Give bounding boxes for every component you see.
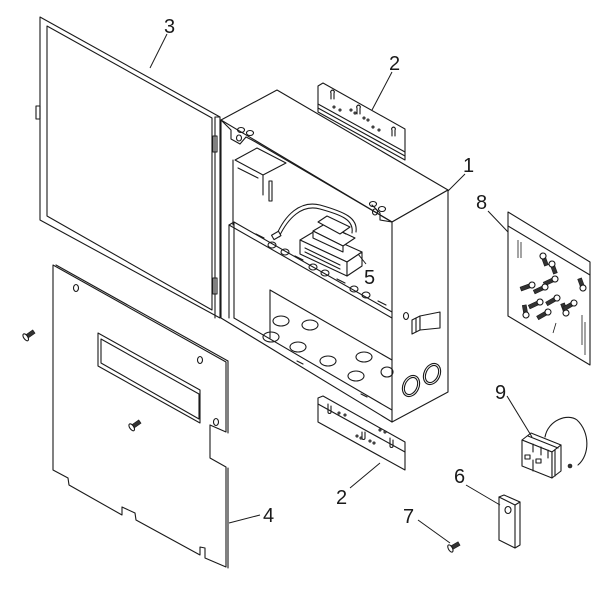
leader-6: [465, 484, 501, 506]
screw-center: [128, 419, 142, 432]
screw-left: [22, 329, 36, 342]
leader-2-bottom: [349, 462, 381, 489]
inner-cover-panel-part: [52, 264, 229, 569]
transformer-part: [270, 203, 363, 277]
callout-8: 8: [476, 192, 487, 214]
callout-5: 5: [364, 267, 375, 289]
callout-4: 4: [263, 505, 274, 527]
callout-1: 1: [463, 155, 474, 177]
leader-3: [149, 33, 168, 69]
hardware-bag-part: [507, 211, 591, 366]
leader-4: [228, 514, 261, 524]
leader-8: [487, 210, 509, 233]
callout-2-bottom: 2: [336, 487, 347, 509]
callout-2-top: 2: [389, 53, 400, 75]
mounting-bracket-top-part: [317, 82, 406, 161]
leader-5: [357, 253, 367, 265]
callouts: 3 2 1 8 5 9 2 6 7 4: [164, 16, 506, 528]
callout-7: 7: [403, 506, 414, 528]
door-part: [35, 16, 221, 319]
callout-9: 9: [495, 382, 506, 404]
leader-9: [506, 395, 533, 438]
screws-group: [519, 252, 587, 321]
screw-part: [447, 541, 461, 553]
leader-lines: [149, 33, 533, 544]
leader-7: [417, 519, 451, 544]
relay-part: [521, 416, 588, 479]
latch-plate-part: [498, 494, 521, 549]
callout-3: 3: [164, 16, 175, 38]
leader-2-top: [371, 71, 393, 111]
mounting-bracket-bottom-part: [317, 395, 406, 471]
enclosure-box-part: [220, 89, 449, 423]
callout-6: 6: [454, 466, 465, 488]
leader-1: [447, 173, 466, 192]
